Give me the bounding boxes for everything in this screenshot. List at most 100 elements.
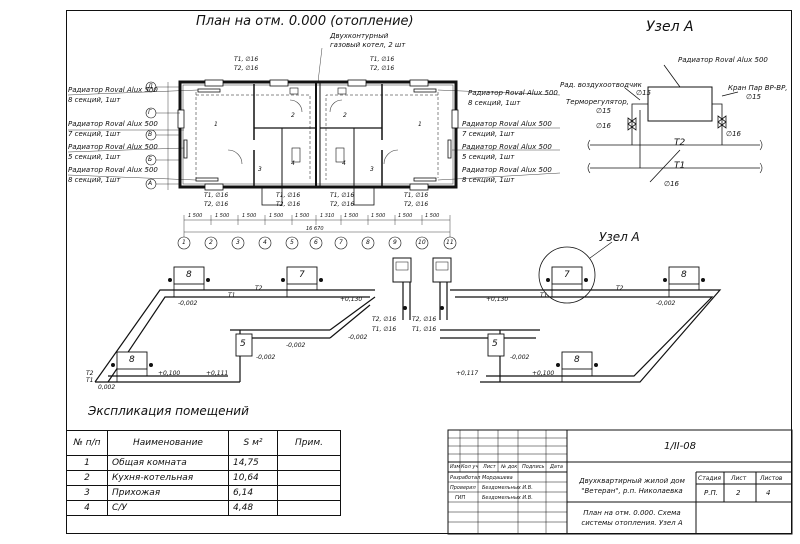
col-header: S м² [228, 430, 278, 456]
stamp-role: Проверил [450, 485, 476, 491]
axis-col: 6 [314, 239, 318, 246]
plan-title: План на отм. 0.000 (отопление) [196, 14, 414, 29]
radiator-sections-count: 5 [240, 339, 246, 349]
stamp-col: Кол уч [461, 464, 479, 470]
dimension: 1 310 [320, 213, 335, 219]
pipe-label-t1: Т1, ∅16 [370, 56, 395, 63]
room-number: 1 [214, 121, 218, 128]
radiator-sections-count: 8 [681, 270, 687, 280]
pipe-diameter: ∅16 [596, 122, 612, 130]
pipe-label-t2: Т2, ∅16 [370, 65, 395, 72]
pipe-t2-label: Т2 [616, 285, 624, 292]
boiler-label: Двухконтурный газовый котел, 2 шт [330, 32, 406, 49]
elevation-mark: +0,111 [206, 370, 229, 377]
stamp-col: Подпись [522, 464, 545, 470]
radiator-sections: 5 секций, 1шт [68, 153, 121, 161]
pipe-label-t1: Т1, ∅16 [404, 192, 429, 199]
pipe-label-t1: Т1, ∅16 [234, 56, 259, 63]
stamp-name: Бездомельных И.В. [482, 485, 533, 491]
stamp-col: Изм [450, 464, 461, 470]
sheets-header: Листов [760, 475, 783, 482]
node-radiator-label: Радиатор Roval Alux 500 [678, 56, 768, 64]
elevation-mark: -0,002 [256, 354, 276, 361]
elevation-mark: +0,130 [486, 296, 509, 303]
pipe-label-t2: Т2, ∅16 [412, 316, 437, 323]
thermostat-diameter: ∅15 [596, 107, 612, 115]
pipe-diameter: ∅16 [726, 130, 742, 138]
stage-value: Р.П. [704, 489, 718, 497]
axis-row: Б [148, 156, 153, 163]
pipe-label-t2: Т2, ∅16 [404, 201, 429, 208]
radiator-label: Радиатор Roval Alux 500 [68, 166, 158, 174]
radiator-sections: 5 секций, 1шт [462, 153, 515, 161]
dimension: 1 500 [215, 213, 230, 219]
dimension: 1 500 [188, 213, 203, 219]
pipe-label-t2: Т2, ∅16 [276, 201, 301, 208]
pipe-t2-label: Т2 [86, 370, 94, 377]
drawing-title: План на отм. 0.000. Схема системы отопле… [581, 509, 683, 527]
pipe-t1-label: Т1 [228, 292, 236, 299]
axis-row: А [148, 180, 153, 187]
valve-label: Кран Пар ВР-ВР, [728, 84, 788, 92]
pipe-label-t1: Т1, ∅16 [372, 326, 397, 333]
elevation-mark: +0,130 [340, 296, 363, 303]
radiator-sections: 8 секций, 1шт [68, 96, 121, 104]
pipe-t1-label: Т1 [86, 377, 94, 384]
radiator-sections: 8 секций, 1шт [68, 176, 121, 184]
elevation-mark: +0,100 [532, 370, 555, 377]
sheets-value: 4 [766, 489, 771, 497]
dimension: 1 500 [242, 213, 257, 219]
axis-col: 1 [182, 239, 186, 246]
table-row: 3 Прихожая 6,14 [66, 485, 341, 501]
radiator-sections: 7 секций, 1шт [68, 130, 121, 138]
radiator-sections-count: 8 [574, 355, 580, 365]
radiator-label: Радиатор Roval Alux 500 [462, 166, 552, 174]
elevation-mark: -0,002 [178, 300, 198, 307]
pipe-label-t1: Т1, ∅16 [276, 192, 301, 199]
axis-col: 10 [418, 239, 426, 246]
thermostat-label: Терморегулятор, [566, 98, 629, 106]
axis-row: Г [148, 109, 152, 116]
pipe-t2-label: Т2 [674, 138, 686, 148]
elevation-mark: -0,002 [510, 354, 530, 361]
project-name: Двухквартирный жилой дом "Ветеран", р.п.… [579, 477, 685, 495]
pipe-label-t1: Т1, ∅16 [330, 192, 355, 199]
node-a-title: Узел А [646, 19, 694, 35]
col-header: № п/п [66, 430, 108, 456]
elevation-mark: +0,100 [158, 370, 181, 377]
radiator-sections-count: 7 [564, 270, 570, 280]
pipe-t1-label: Т1 [540, 292, 548, 299]
elevation-mark: -0,002 [286, 342, 306, 349]
axis-row: Д [148, 83, 153, 90]
stamp-col: Лист [483, 464, 496, 470]
elevation-mark: 0,002 [98, 384, 116, 391]
radiator-label: Радиатор Roval Alux 500 [468, 89, 558, 97]
total-dimension: 16 670 [306, 226, 324, 232]
explication-title: Экспликация помещений [88, 404, 249, 418]
stamp-col: № док [501, 464, 518, 470]
elevation-mark: +0,117 [456, 370, 479, 377]
radiator-label: Радиатор Roval Alux 500 [462, 143, 552, 151]
dimension: 1 500 [371, 213, 386, 219]
radiator-sections: 8 секций, 1шт [468, 99, 521, 107]
elevation-mark: -0,002 [656, 300, 676, 307]
dimension: 1 500 [295, 213, 310, 219]
radiator-sections-count: 8 [129, 355, 135, 365]
axis-col: 5 [290, 239, 294, 246]
dimension: 1 500 [344, 213, 359, 219]
axis-col: 9 [393, 239, 397, 246]
radiator-label: Радиатор Roval Alux 500 [68, 143, 158, 151]
room-number: 3 [370, 166, 374, 173]
radiator-label: Радиатор Roval Alux 500 [68, 86, 158, 94]
axis-col: 11 [446, 239, 454, 246]
stamp-role: Разработал [450, 475, 481, 481]
radiator-sections-count: 7 [299, 270, 305, 280]
axis-row: В [148, 131, 153, 138]
dimension: 1 500 [398, 213, 413, 219]
axis-col: 4 [263, 239, 267, 246]
pipe-t2-label: Т2 [255, 285, 263, 292]
node-a-callout: Узел А [599, 230, 640, 244]
sheet-value: 2 [736, 489, 741, 497]
